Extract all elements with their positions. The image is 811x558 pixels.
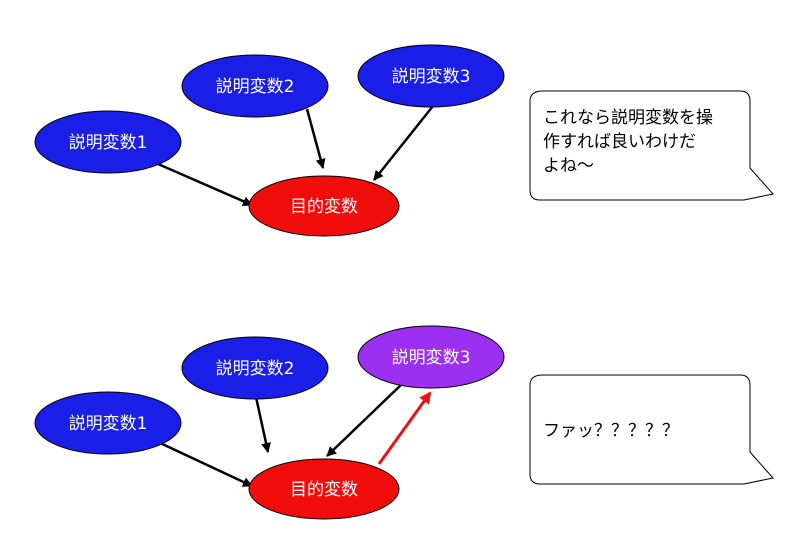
speech-bubble-2: ファッ？？？？？ (529, 374, 774, 485)
speech-line: 作すれば良いわけだ (543, 132, 696, 152)
node-shape (181, 336, 329, 400)
edge-x3-to-y (373, 105, 434, 181)
node-label-explanatory-2: 説明変数2 (216, 359, 295, 379)
node-explanatory-3-changed: 説明変数3 (357, 325, 505, 389)
edge-x2-to-y (305, 108, 326, 169)
node-explanatory-2: 説明変数2 (181, 54, 329, 118)
edge-x1-to-y (157, 440, 253, 488)
diagram-1: 説明変数1 説明変数2 説明変数3 目的変数 これなら説明変数を操 作すれば良い… (34, 44, 774, 237)
diagram-2: 説明変数1 説明変数2 説明変数3 目的変数 ファッ？？？？？ (34, 325, 774, 520)
speech-bubble-shape (529, 90, 774, 201)
edge-y-to-x3-reverse (377, 391, 432, 465)
node-target: 目的変数 (248, 175, 400, 237)
node-label-explanatory-1: 説明変数1 (69, 414, 148, 434)
node-shape (34, 110, 182, 174)
edge-x2-to-y (254, 396, 271, 453)
node-shape (181, 54, 329, 118)
node-explanatory-1: 説明変数1 (34, 391, 182, 455)
node-label-explanatory-1: 説明変数1 (69, 133, 148, 153)
node-shape (34, 391, 182, 455)
node-shape (248, 175, 400, 237)
node-label-target: 目的変数 (290, 197, 358, 217)
node-explanatory-1: 説明変数1 (34, 110, 182, 174)
speech-bubble-shape (529, 374, 774, 485)
node-shape (357, 44, 505, 108)
edge-x3-to-y (326, 383, 403, 457)
node-label-explanatory-3: 説明変数3 (392, 348, 471, 368)
node-explanatory-2: 説明変数2 (181, 336, 329, 400)
speech-bubble-text-2: ファッ？？？？？ (543, 421, 679, 441)
edge-x1-to-y (157, 162, 253, 207)
node-label-explanatory-3: 説明変数3 (392, 67, 471, 87)
speech-line: ファッ？？？？？ (543, 421, 679, 441)
node-label-explanatory-2: 説明変数2 (216, 77, 295, 97)
speech-line: よね～ (543, 156, 594, 176)
speech-line: これなら説明変数を操 (543, 108, 713, 128)
speech-bubble-1: これなら説明変数を操 作すれば良いわけだ よね～ (529, 90, 774, 201)
node-label-target: 目的変数 (290, 480, 358, 500)
speech-bubble-text-1: これなら説明変数を操 作すれば良いわけだ よね～ (543, 108, 718, 176)
node-shape (357, 325, 505, 389)
node-target: 目的変数 (248, 458, 400, 520)
node-explanatory-3: 説明変数3 (357, 44, 505, 108)
node-shape (248, 458, 400, 520)
